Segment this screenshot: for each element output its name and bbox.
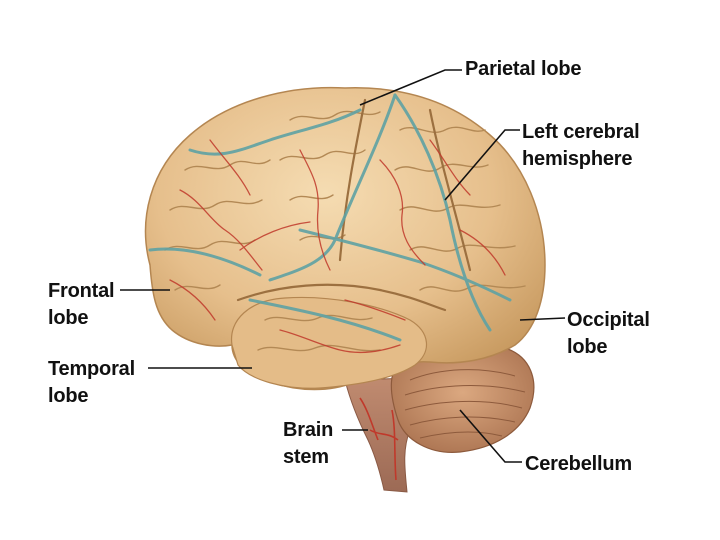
surface-veins <box>148 93 512 342</box>
label-temporal-lobe: Temporal lobe <box>48 356 135 410</box>
label-temporal-line1: Temporal <box>48 358 135 380</box>
label-brainstem-line1: Brain <box>283 419 334 441</box>
label-cerebellum: Cerebellum <box>525 451 632 478</box>
label-brainstem-line2: stem <box>283 446 329 468</box>
label-occipital-line2: lobe <box>567 336 608 358</box>
label-occipital-line1: Occipital <box>567 309 650 331</box>
temporal-lobe-shape <box>230 296 428 389</box>
label-hemisphere-line1: Left cerebral <box>522 121 640 143</box>
label-brain-stem: Brain stem <box>283 417 333 471</box>
brain-stem-vessels <box>359 397 399 481</box>
label-left-cerebral-hemisphere: Left cerebral hemisphere <box>522 119 640 173</box>
label-occipital-lobe: Occipital lobe <box>567 307 650 361</box>
label-cerebellum-text: Cerebellum <box>525 453 632 475</box>
label-frontal-line1: Frontal <box>48 280 115 302</box>
leader-occipital <box>519 317 566 321</box>
cerebellum-folia <box>404 369 526 439</box>
label-temporal-line2: lobe <box>48 385 89 407</box>
leader-lines <box>120 69 566 463</box>
label-parietal-text: Parietal lobe <box>465 58 582 80</box>
label-frontal-lobe: Frontal lobe <box>48 278 115 332</box>
leader-cerebellum <box>459 409 522 463</box>
leader-parietal <box>359 69 462 106</box>
surface-arteries <box>169 139 506 354</box>
label-frontal-line2: lobe <box>48 307 89 329</box>
label-parietal-lobe: Parietal lobe <box>465 56 582 83</box>
leader-hemisphere <box>444 129 520 201</box>
label-hemisphere-line2: hemisphere <box>522 148 633 170</box>
